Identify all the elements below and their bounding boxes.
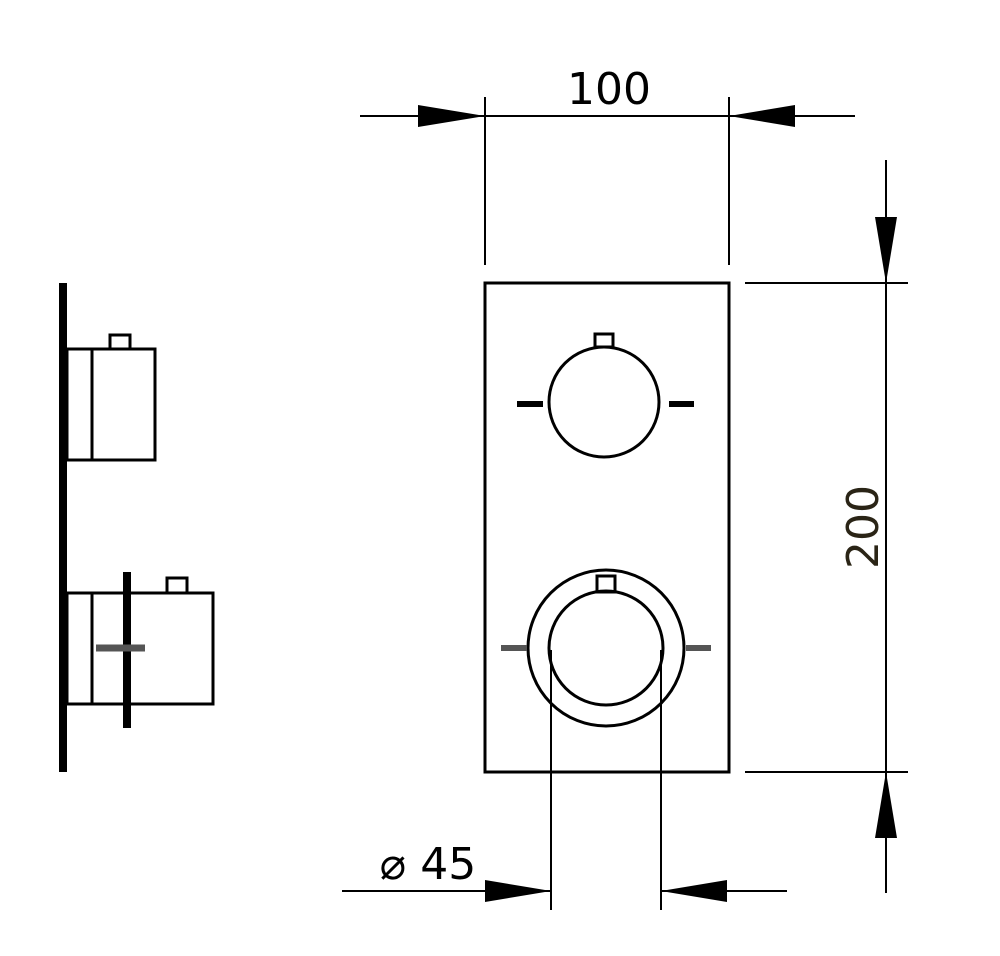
front-view <box>483 281 731 774</box>
arrow-right-icon <box>418 105 485 127</box>
front-upper-knob <box>517 332 694 459</box>
dimension-arrows <box>418 105 897 902</box>
arrow-down-icon <box>875 217 897 283</box>
side-view <box>59 283 215 772</box>
dimension-lines <box>342 97 908 910</box>
arrow-left-icon <box>661 880 727 902</box>
width-dimension-label: 100 <box>567 64 651 115</box>
front-lower-ring <box>526 568 686 728</box>
front-plate <box>483 281 731 774</box>
arrow-right-icon <box>485 880 551 902</box>
side-lower-knob <box>65 572 215 728</box>
diameter-dimension-label: ⌀ 45 <box>380 839 476 890</box>
side-upper-knob <box>65 333 157 462</box>
arrow-left-icon <box>729 105 795 127</box>
height-dimension-label: 200 <box>838 485 889 569</box>
front-lower-knob <box>501 568 711 728</box>
arrow-up-icon <box>875 772 897 838</box>
